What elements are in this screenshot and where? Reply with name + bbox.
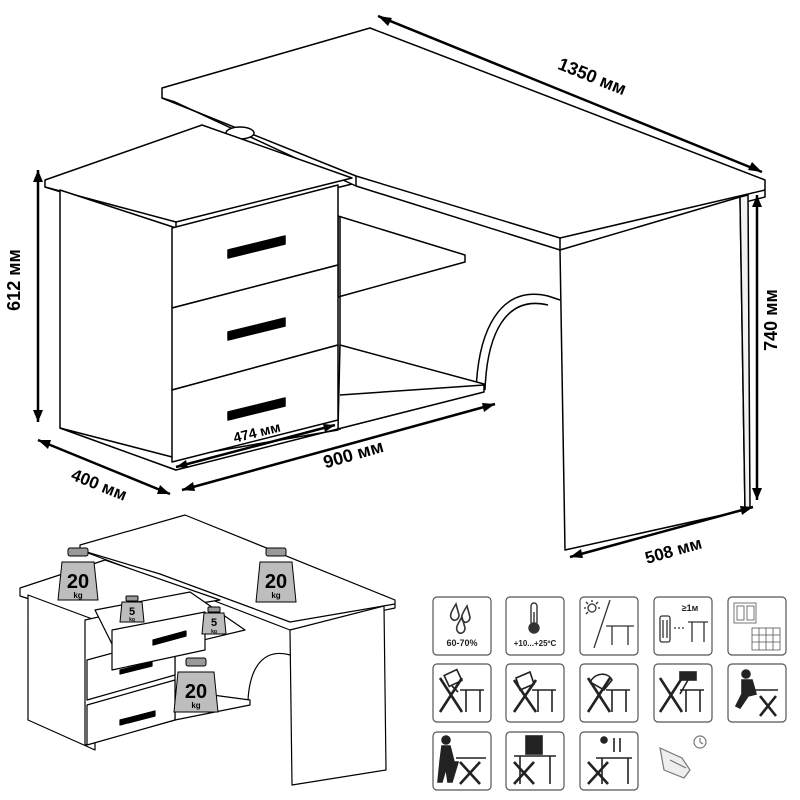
thermometer-icon xyxy=(528,602,540,634)
weight-drawer-unit: kg xyxy=(129,617,135,623)
temperature-label: +10...+25ºC xyxy=(514,639,557,648)
tighten-screws-icon xyxy=(659,735,707,779)
humidity-drops-icon xyxy=(449,602,471,635)
no-wet-cloth-icon xyxy=(586,673,630,713)
dim-label-400: 400 мм xyxy=(68,465,129,504)
dim-label-612: 612 мм xyxy=(4,249,24,311)
weight-lower-unit: kg xyxy=(191,701,200,710)
weight-drawer: 5 kg xyxy=(119,595,145,623)
desk-illustration xyxy=(44,27,766,551)
no-hanging-icon xyxy=(513,735,556,785)
dim-label-900: 900 мм xyxy=(321,436,386,472)
no-liquid-icon xyxy=(438,668,484,713)
weight-top-left-value: 20 xyxy=(67,571,89,593)
open-shelf xyxy=(337,215,466,298)
drawer-handle-3 xyxy=(227,397,286,421)
dim-label-740: 740 мм xyxy=(761,289,781,351)
no-standing-icon xyxy=(437,735,486,785)
heater-distance-icon xyxy=(659,615,708,643)
dimension-lines xyxy=(36,14,763,559)
weight-top-right-value: 20 xyxy=(265,571,287,593)
drawer-handle-2 xyxy=(227,317,286,341)
weight-top-left: 20 kg xyxy=(57,547,99,601)
no-climbing-icon xyxy=(587,736,632,785)
dim-label-508: 508 мм xyxy=(643,534,704,568)
weight-top-right: 20 kg xyxy=(255,547,297,603)
weight-shelf: 5 kg xyxy=(201,606,227,635)
no-sitting-icon xyxy=(734,669,778,717)
distance-label: ≥1м xyxy=(682,603,699,613)
weight-lower: 20 kg xyxy=(173,657,219,713)
assembly-hardware-icon xyxy=(733,602,781,651)
no-direct-sun-icon xyxy=(584,599,634,649)
weight-top-right-unit: kg xyxy=(271,591,280,600)
dim-line-1350 xyxy=(377,14,763,174)
drawer-3 xyxy=(171,344,339,463)
right-leg-panel xyxy=(559,196,746,551)
cabinet-side xyxy=(59,189,177,471)
weight-drawer-value: 5 xyxy=(129,606,135,618)
no-chemicals-icon xyxy=(512,670,556,713)
dim-line-900 xyxy=(181,402,496,492)
dimension-arrowheads xyxy=(33,16,762,558)
weight-top-left-unit: kg xyxy=(73,591,82,600)
drawer-handle-1 xyxy=(227,235,286,259)
leg-arch xyxy=(475,293,561,393)
dim-line-474 xyxy=(175,423,336,469)
weight-shelf-value: 5 xyxy=(211,617,217,629)
weight-lower-value: 20 xyxy=(185,681,207,703)
humidity-label: 60-70% xyxy=(446,638,477,648)
cabinet-top xyxy=(44,124,353,223)
dim-line-400 xyxy=(37,438,171,496)
dim-line-508 xyxy=(569,505,754,559)
no-impact-icon xyxy=(658,671,704,713)
weight-shelf-unit: kg xyxy=(211,629,217,635)
